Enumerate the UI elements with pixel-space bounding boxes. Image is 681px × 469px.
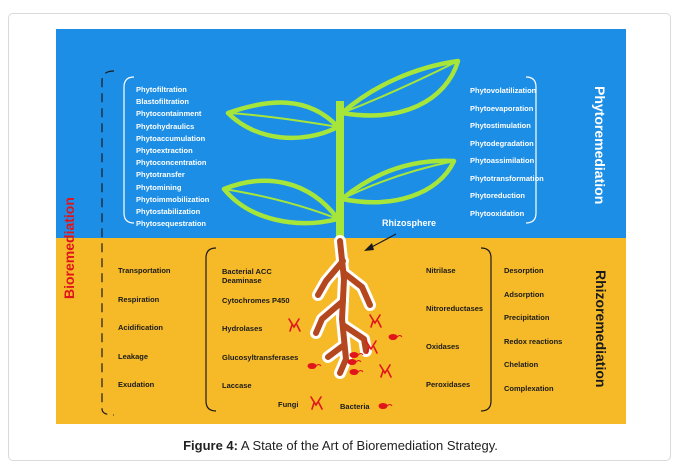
phyto-right-item: Phytoassimilation (470, 156, 535, 165)
bacteria-icon (307, 363, 322, 369)
enzyme-left-item: Cytochromes P450 (222, 295, 290, 305)
phyto-right-item: Phytodegradation (470, 138, 534, 148)
rhizo-left-brace (205, 247, 217, 412)
lateral-root (315, 258, 346, 298)
rhizo-mechanism-item: Complexation (504, 383, 554, 393)
phyto-left-item: Phytomining (136, 182, 182, 192)
enzyme-left-item: Hydrolases (222, 324, 263, 333)
phyto-left-item: Phytofiltration (136, 85, 187, 94)
phyto-right-item: Phytovolatilization (470, 86, 537, 95)
phyto-right-item: Phytoevaporation (470, 103, 534, 113)
enzyme-left-item: Laccase (222, 381, 252, 390)
diagram-artwork (101, 58, 537, 416)
phyto-left-item: Phytoextraction (136, 146, 193, 155)
rhizosphere-label: Rhizosphere (382, 218, 437, 228)
phytoremediation-label: Phytoremediation (592, 86, 608, 205)
leaf-lower-left (221, 178, 341, 226)
rhizo-mechanism-item: Redox reactions (504, 336, 563, 346)
taproot (337, 238, 349, 376)
rhizo-process-item: Respiration (118, 294, 160, 304)
enzyme-right-item: Nitrilase (426, 266, 456, 275)
fungi-icon (288, 318, 301, 332)
bacteria-icon (388, 334, 403, 340)
figure-caption: Figure 4: A State of the Art of Bioremed… (0, 438, 681, 453)
rhizo-right-brace (480, 247, 492, 412)
caption-text: A State of the Art of Bioremediation Str… (240, 438, 498, 453)
enzyme-left-item: Bacterial ACC Deaminase (222, 267, 272, 285)
bioremediation-bracket (101, 70, 115, 416)
bacteria-icon (349, 352, 364, 358)
rhizo-process-item: Acidification (118, 323, 164, 332)
phyto-left-item: Phytosequestration (136, 219, 207, 229)
enzyme-left-item: Glucosyltransferases (222, 352, 299, 362)
lateral-root (341, 270, 373, 308)
phyto-left-brace (123, 76, 135, 224)
enzyme-right-item: Nitroreductases (426, 304, 484, 313)
phyto-left-item: Phytotransfer (136, 170, 185, 180)
bacteria-icon (347, 359, 362, 365)
fungi-icon (365, 340, 378, 354)
rhizo-mechanism-item: Precipitation (504, 313, 550, 322)
lateral-root (313, 298, 346, 336)
fungi-label: Fungi (278, 400, 299, 409)
caption-label: Figure 4: (183, 438, 238, 453)
enzyme-right-item: Peroxidases (426, 380, 471, 389)
fungi-icon (369, 314, 382, 328)
lateral-root (340, 322, 369, 354)
rhizo-process-item: Exudation (118, 380, 155, 389)
plant-stem (336, 101, 344, 239)
phyto-left-item: Phytostabilization (136, 207, 201, 216)
rhizo-mechanism-item: Desorption (504, 266, 544, 275)
phyto-left-item: Phytohydraulics (136, 121, 195, 131)
rhizo-mechanism-item: Chelation (504, 360, 539, 369)
phyto-left-item: Phytocontainment (136, 109, 202, 119)
rhizoremediation-label: Rhizoremediation (593, 270, 609, 388)
rhizo-process-item: Leakage (118, 351, 149, 361)
bacteria-icon (349, 369, 364, 375)
phyto-left-item: Phytoaccumulation (136, 133, 206, 143)
rhizo-mechanism-item: Adsorption (504, 289, 544, 299)
phyto-left-item: Blastofiltration (136, 97, 189, 107)
phyto-right-item: Phytostimulation (470, 121, 531, 130)
enzyme-right-item: Oxidases (426, 342, 460, 351)
lateral-root (325, 342, 347, 360)
leaf-lower-right (339, 158, 457, 205)
bacteria-label: Bacteria (340, 402, 370, 411)
phyto-left-item: Phytoimmobilization (136, 194, 210, 204)
rhizo-process-item: Transportation (118, 266, 171, 275)
leaf-upper-left (225, 100, 341, 141)
phyto-right-brace (525, 76, 537, 224)
bioremediation-label: Bioremediation (61, 197, 77, 299)
phyto-left-item: Phytoconcentration (136, 158, 207, 168)
phyto-right-item: Phytoreduction (470, 191, 526, 200)
fungi-icon (379, 364, 392, 378)
bacteria-icon (378, 403, 393, 409)
fungi-icon (310, 396, 323, 410)
phyto-right-item: Phytotransformation (470, 173, 544, 183)
phyto-right-item: Phytooxidation (470, 208, 525, 218)
